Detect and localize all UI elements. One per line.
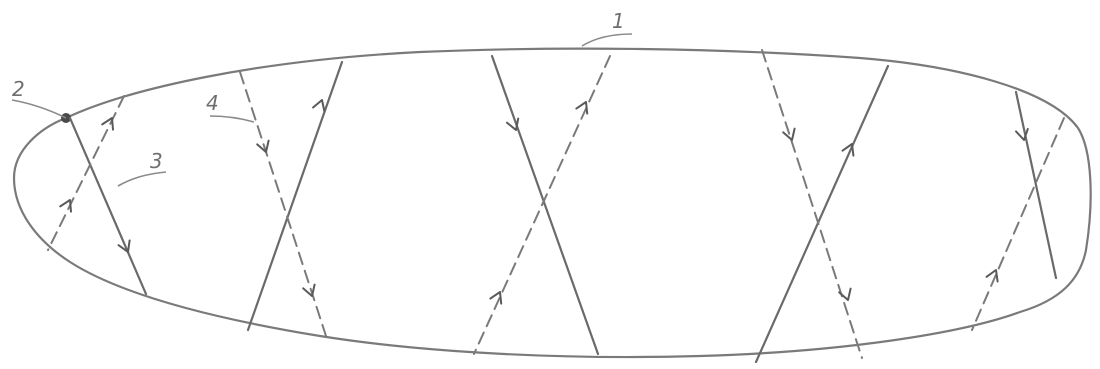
solid-line-d bbox=[756, 66, 888, 362]
dashed-line-b bbox=[240, 72, 326, 336]
leader-line-1 bbox=[582, 34, 632, 46]
chevron-arrowhead-icon bbox=[1016, 129, 1030, 141]
outline-contour bbox=[14, 49, 1091, 357]
chevron-arrowhead-icon bbox=[839, 289, 854, 302]
chevron-arrowhead-icon bbox=[783, 129, 798, 142]
label-4: 4 bbox=[206, 91, 219, 115]
label-3: 3 bbox=[150, 149, 163, 173]
arrowheads bbox=[60, 98, 1030, 304]
solid-line-c bbox=[492, 56, 598, 354]
leader-line-2 bbox=[12, 100, 66, 118]
solid-line-b bbox=[248, 62, 342, 330]
label-2: 2 bbox=[12, 77, 25, 101]
leader-line-4 bbox=[210, 116, 254, 122]
solid-line-e bbox=[1016, 92, 1056, 278]
label-1: 1 bbox=[612, 9, 625, 33]
leader-lines bbox=[12, 34, 632, 186]
chevron-arrowhead-icon bbox=[102, 115, 117, 129]
dashed-line-c bbox=[474, 56, 610, 354]
dashed-line-d bbox=[762, 50, 862, 358]
leader-line-3 bbox=[118, 172, 166, 186]
